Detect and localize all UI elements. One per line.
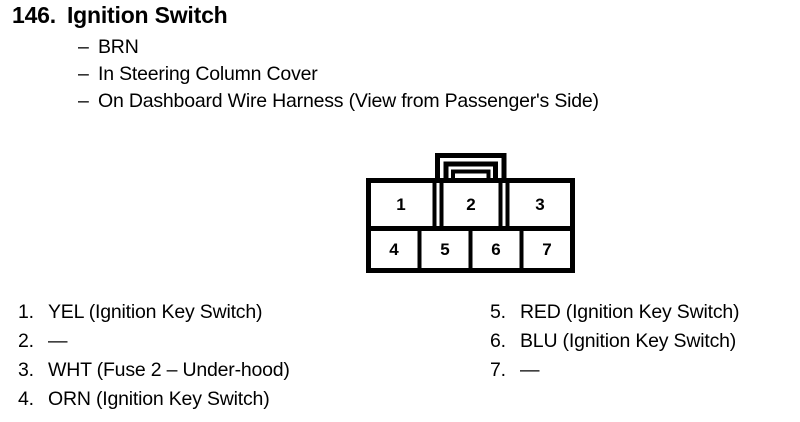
legend-index: 7. (490, 359, 506, 381)
legend-item: 6. BLU (Ignition Key Switch) (490, 330, 790, 359)
legend-description: BLU (Ignition Key Switch) (520, 330, 737, 352)
bullet-text: In Steering Column Cover (98, 63, 318, 85)
bullet-text: BRN (98, 36, 139, 58)
page-title-number: 146. (12, 2, 56, 28)
connector-diagram: 1 2 3 4 5 6 7 (355, 145, 585, 280)
bullet-item: –In Steering Column Cover (78, 63, 788, 90)
latch-slot-icon (451, 169, 491, 180)
legend-item: 1. YEL (Ignition Key Switch) (18, 301, 478, 330)
legend-item: 4. ORN (Ignition Key Switch) (18, 388, 478, 417)
legend-description: — (520, 359, 540, 381)
pin-cell-6: 6 (491, 240, 500, 259)
bullet-item: –On Dashboard Wire Harness (View from Pa… (78, 90, 788, 117)
connector-svg: 1 2 3 4 5 6 7 (366, 153, 575, 273)
legend-index: 1. (18, 301, 34, 323)
bullet-item: –BRN (78, 36, 788, 63)
legend-description: RED (Ignition Key Switch) (520, 301, 740, 323)
pin-cell-4: 4 (389, 240, 399, 259)
legend-item: 5. RED (Ignition Key Switch) (490, 301, 790, 330)
legend-index: 6. (490, 330, 506, 352)
legend-description: YEL (Ignition Key Switch) (48, 301, 263, 323)
latch-outer-wall-icon (435, 153, 507, 180)
legend-description: ORN (Ignition Key Switch) (48, 388, 270, 410)
dash-icon: – (78, 63, 89, 85)
legend-description: — (48, 330, 68, 352)
legend-index: 5. (490, 301, 506, 323)
pin-cell-5: 5 (440, 240, 449, 259)
dash-icon: – (78, 90, 89, 112)
bullet-text: On Dashboard Wire Harness (View from Pas… (98, 90, 599, 112)
latch-inner-wall-icon (443, 161, 498, 180)
legend-item: 7. — (490, 359, 790, 388)
pin-cell-7: 7 (542, 240, 551, 259)
pin-legend-left: 1. YEL (Ignition Key Switch) 2. — 3. WHT (F… (18, 301, 478, 417)
legend-item: 3. WHT (Fuse 2 – Under-hood) (18, 359, 478, 388)
legend-index: 3. (18, 359, 34, 381)
legend-index: 4. (18, 388, 34, 410)
dash-icon: – (78, 36, 89, 58)
pin-cell-1: 1 (396, 195, 405, 214)
page-title: 146. Ignition Switch (12, 2, 228, 29)
legend-index: 2. (18, 330, 34, 352)
pin-legend-right: 5. RED (Ignition Key Switch) 6. BLU (Ignit… (490, 301, 790, 388)
pin-cell-3: 3 (535, 195, 544, 214)
page-title-text: Ignition Switch (66, 2, 228, 28)
legend-item: 2. — (18, 330, 478, 359)
header-bullet-list: –BRN –In Steering Column Cover –On Dashb… (78, 36, 788, 117)
legend-description: WHT (Fuse 2 – Under-hood) (48, 359, 290, 381)
pin-cell-2: 2 (466, 195, 475, 214)
